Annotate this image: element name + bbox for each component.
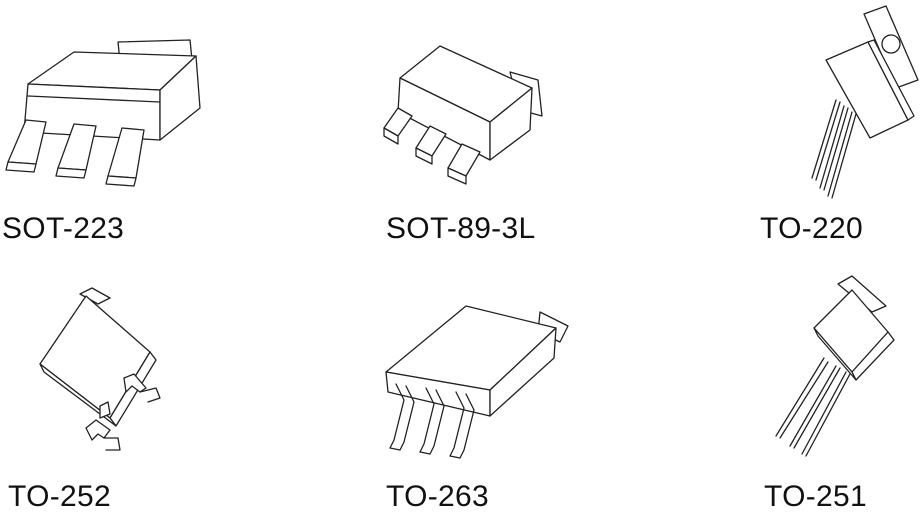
package-label-to-252: TO-252 [8,480,111,513]
package-label-to-263: TO-263 [386,480,489,513]
package-label-to-220: TO-220 [760,212,863,245]
sot-223-drawing [0,0,300,200]
to-252-drawing [0,270,200,460]
package-to-251: TO-251 [740,270,920,513]
package-to-252: TO-252 [0,270,200,513]
to-220-drawing [740,0,920,210]
package-label-sot-223: SOT-223 [2,212,125,245]
package-sot-89-3l: SOT-89-3L [370,0,600,260]
sot-89-3l-drawing [370,0,600,200]
to-263-drawing [370,270,600,460]
mounting-hole-icon [882,35,900,53]
package-to-263: TO-263 [370,270,600,513]
package-to-220: TO-220 [740,0,920,260]
to-251-drawing [740,270,920,470]
package-sot-223: SOT-223 [0,0,300,260]
package-label-sot-89-3l: SOT-89-3L [386,212,536,245]
package-label-to-251: TO-251 [764,480,867,513]
